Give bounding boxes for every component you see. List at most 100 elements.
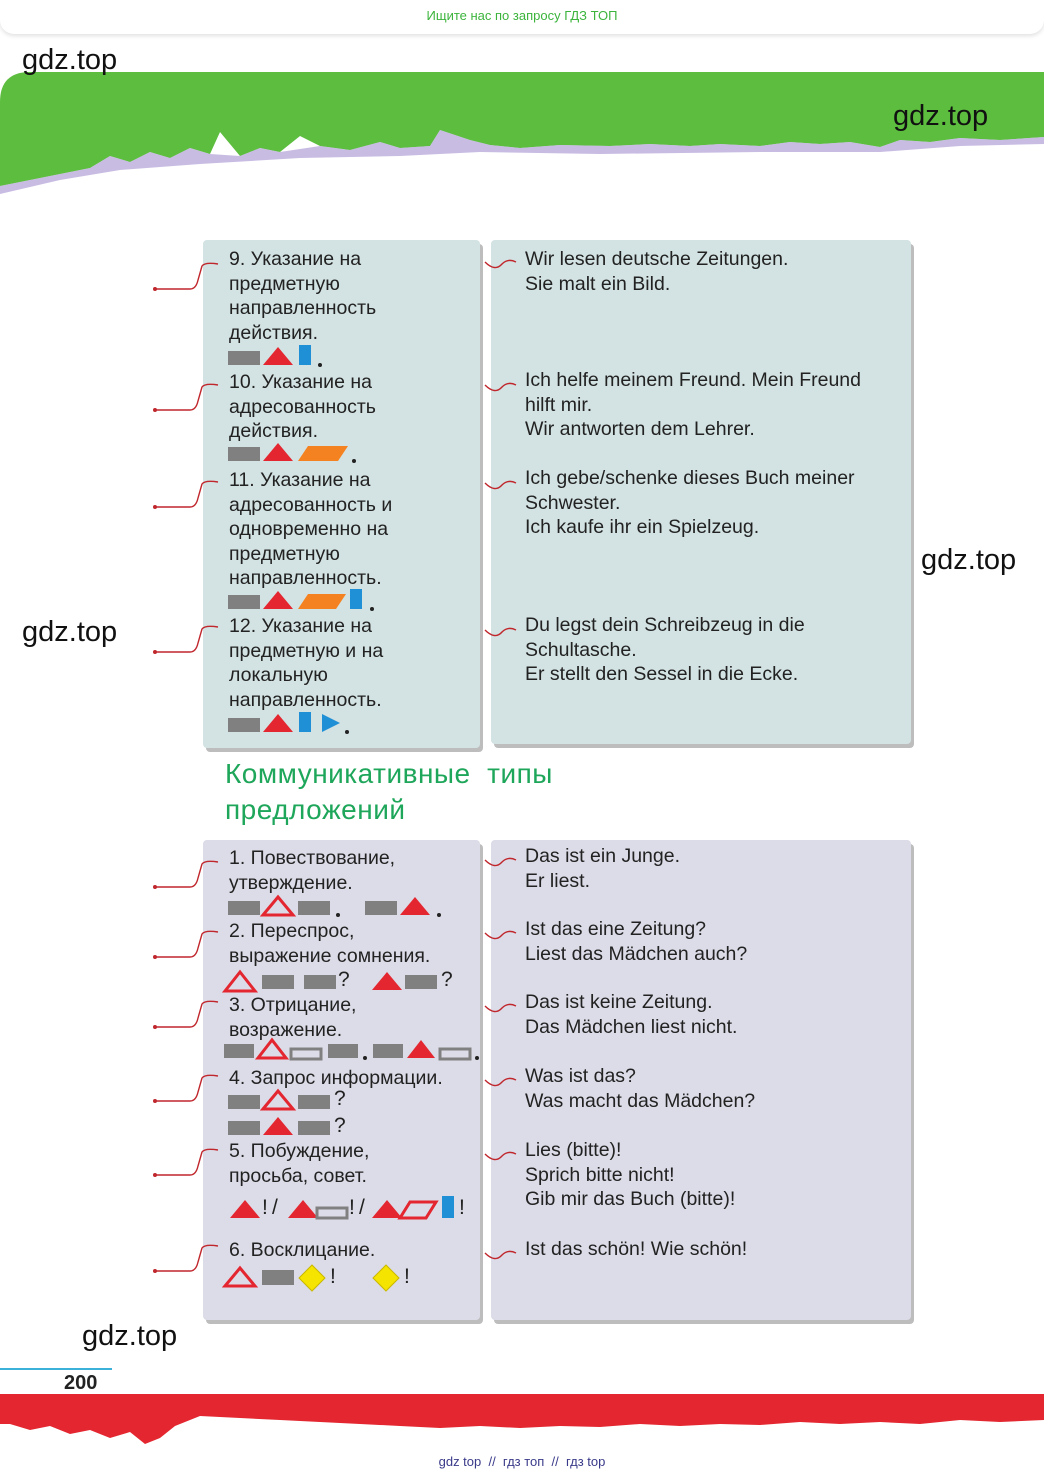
item-line: просьба, совет. <box>229 1164 367 1187</box>
object-bar <box>299 712 311 732</box>
subject-rect <box>228 718 260 732</box>
example-line: Ist das eine Zeitung? <box>525 918 707 940</box>
red-footer-band <box>0 1394 1044 1444</box>
address-parallelogram-outline <box>397 1200 439 1220</box>
verb-triangle <box>372 972 402 990</box>
object-bar <box>442 1196 454 1218</box>
item-line: 1. Повествование, <box>229 847 396 869</box>
scheme-2: ? ? <box>222 966 472 994</box>
example-line: Schwester. <box>525 491 621 514</box>
example-3: Das ist keine Zeitung. Das Mädchen liest… <box>525 990 737 1039</box>
direction-arrow <box>322 714 340 732</box>
subject-rect <box>228 595 260 609</box>
item-line: действия. <box>229 321 319 344</box>
subject-rect <box>365 901 397 915</box>
item-9: 9. Указание на предметную направленность… <box>229 247 376 345</box>
item-line: 6. Восклицание. <box>229 1239 376 1261</box>
item-11: 11. Указание на адресованность и одновре… <box>229 468 392 591</box>
watermark: gdz.top <box>82 1320 178 1352</box>
connector-left <box>155 625 219 653</box>
item-line: 9. Указание на <box>229 248 362 270</box>
subject-rect <box>298 901 330 915</box>
exclamation-mark: ! <box>330 1265 336 1288</box>
example-line: Das Mädchen liest nicht. <box>525 1015 738 1038</box>
item-line: действия. <box>229 420 319 442</box>
exclamation-diamond <box>372 1264 400 1292</box>
subject-rect <box>262 1270 294 1285</box>
dot <box>363 1056 367 1060</box>
top-banner-text: Ищите нас по запросу ГДЗ ТОП <box>426 8 618 23</box>
item-line: локальную <box>229 664 328 686</box>
right-panel-2 <box>491 840 911 1320</box>
verb-triangle <box>263 1117 293 1135</box>
example-line: Sie malt ein Bild. <box>525 272 671 295</box>
object-bar <box>299 345 311 365</box>
example-line: Wir antworten dem Lehrer. <box>525 418 755 440</box>
question-mark: ? <box>334 1114 346 1137</box>
example-10: Ich helfe meinem Freund. Mein Freund hil… <box>525 368 861 442</box>
example-line: Was macht das Mädchen? <box>525 1089 756 1112</box>
item-12: 12. Указание на предметную и на локальну… <box>229 614 383 712</box>
example-line: Schultasche. <box>525 638 637 661</box>
example-line: Lies (bitte)! <box>525 1139 622 1161</box>
section-heading: Коммуникативные типы предложений <box>225 756 553 828</box>
verb-triangle <box>263 714 293 732</box>
watermark: gdz.top <box>893 100 989 132</box>
question-word-rect <box>228 1121 260 1135</box>
dot <box>318 363 322 367</box>
item-line: выражение сомнения. <box>229 944 431 967</box>
example-line: hilft mir. <box>525 393 593 416</box>
item-line: предметную <box>229 542 340 565</box>
example-2: Ist das eine Zeitung? Liest das Mädchen … <box>525 917 747 966</box>
example-line: Das ist keine Zeitung. <box>525 991 713 1013</box>
item-line: 4. Запрос информации. <box>229 1067 443 1089</box>
negation-rect <box>315 1206 349 1220</box>
question-word-rect <box>228 1095 260 1109</box>
example-line: Gib mir das Buch (bitte)! <box>525 1188 736 1210</box>
subject-rect <box>224 1044 254 1058</box>
connector-left <box>155 860 219 888</box>
example-line: Was ist das? <box>525 1065 636 1087</box>
item-line: направленность <box>229 297 377 319</box>
scheme-10 <box>228 443 356 463</box>
item-5: 5. Побуждение, просьба, совет. <box>229 1139 369 1188</box>
connector-left <box>155 262 219 290</box>
address-parallelogram <box>298 446 348 461</box>
example-12: Du legst dein Schreibzeug in die Schulta… <box>525 613 805 687</box>
scheme-3 <box>224 1037 479 1061</box>
item-4: 4. Запрос информации. <box>229 1066 443 1091</box>
example-line: Liest das Mädchen auch? <box>525 942 748 965</box>
verb-triangle-outline <box>259 894 297 917</box>
dot <box>336 913 340 917</box>
watermark: gdz.top <box>921 544 1017 576</box>
item-line: 5. Побуждение, <box>229 1140 370 1162</box>
example-9: Wir lesen deutsche Zeitungen. Sie malt e… <box>525 247 788 296</box>
example-5: Lies (bitte)! Sprich bitte nicht! Gib mi… <box>525 1138 735 1212</box>
slash: / <box>272 1196 278 1219</box>
exclamation-mark: ! <box>404 1265 410 1288</box>
heading-line: предложений <box>225 794 406 825</box>
verb-triangle-outline <box>259 1088 297 1111</box>
question-mark: ? <box>441 968 453 991</box>
scheme-6: ! ! <box>222 1262 422 1292</box>
connector-right <box>484 627 517 637</box>
item-line: 12. Указание на <box>229 615 372 637</box>
question-mark: ? <box>338 968 350 991</box>
item-line: возражение. <box>229 1018 343 1041</box>
object-bar <box>350 589 362 609</box>
exclamation-mark: ! <box>349 1196 355 1219</box>
example-line: Er liest. <box>525 869 591 892</box>
dot <box>475 1056 479 1060</box>
scheme-4: ? ? <box>228 1086 358 1140</box>
verb-triangle-outline <box>254 1037 290 1060</box>
subject-rect <box>228 351 260 365</box>
connector-right <box>484 480 517 490</box>
subject-rect <box>298 1121 330 1135</box>
item-10: 10. Указание на адресованность действия. <box>229 370 376 444</box>
scheme-5: ! / ! / ! <box>228 1192 478 1222</box>
connector-right <box>484 1250 517 1260</box>
verb-triangle <box>263 443 293 461</box>
connectors-2 <box>153 857 517 1273</box>
item-line: предметную <box>229 272 340 295</box>
right-panel-1 <box>491 240 911 744</box>
